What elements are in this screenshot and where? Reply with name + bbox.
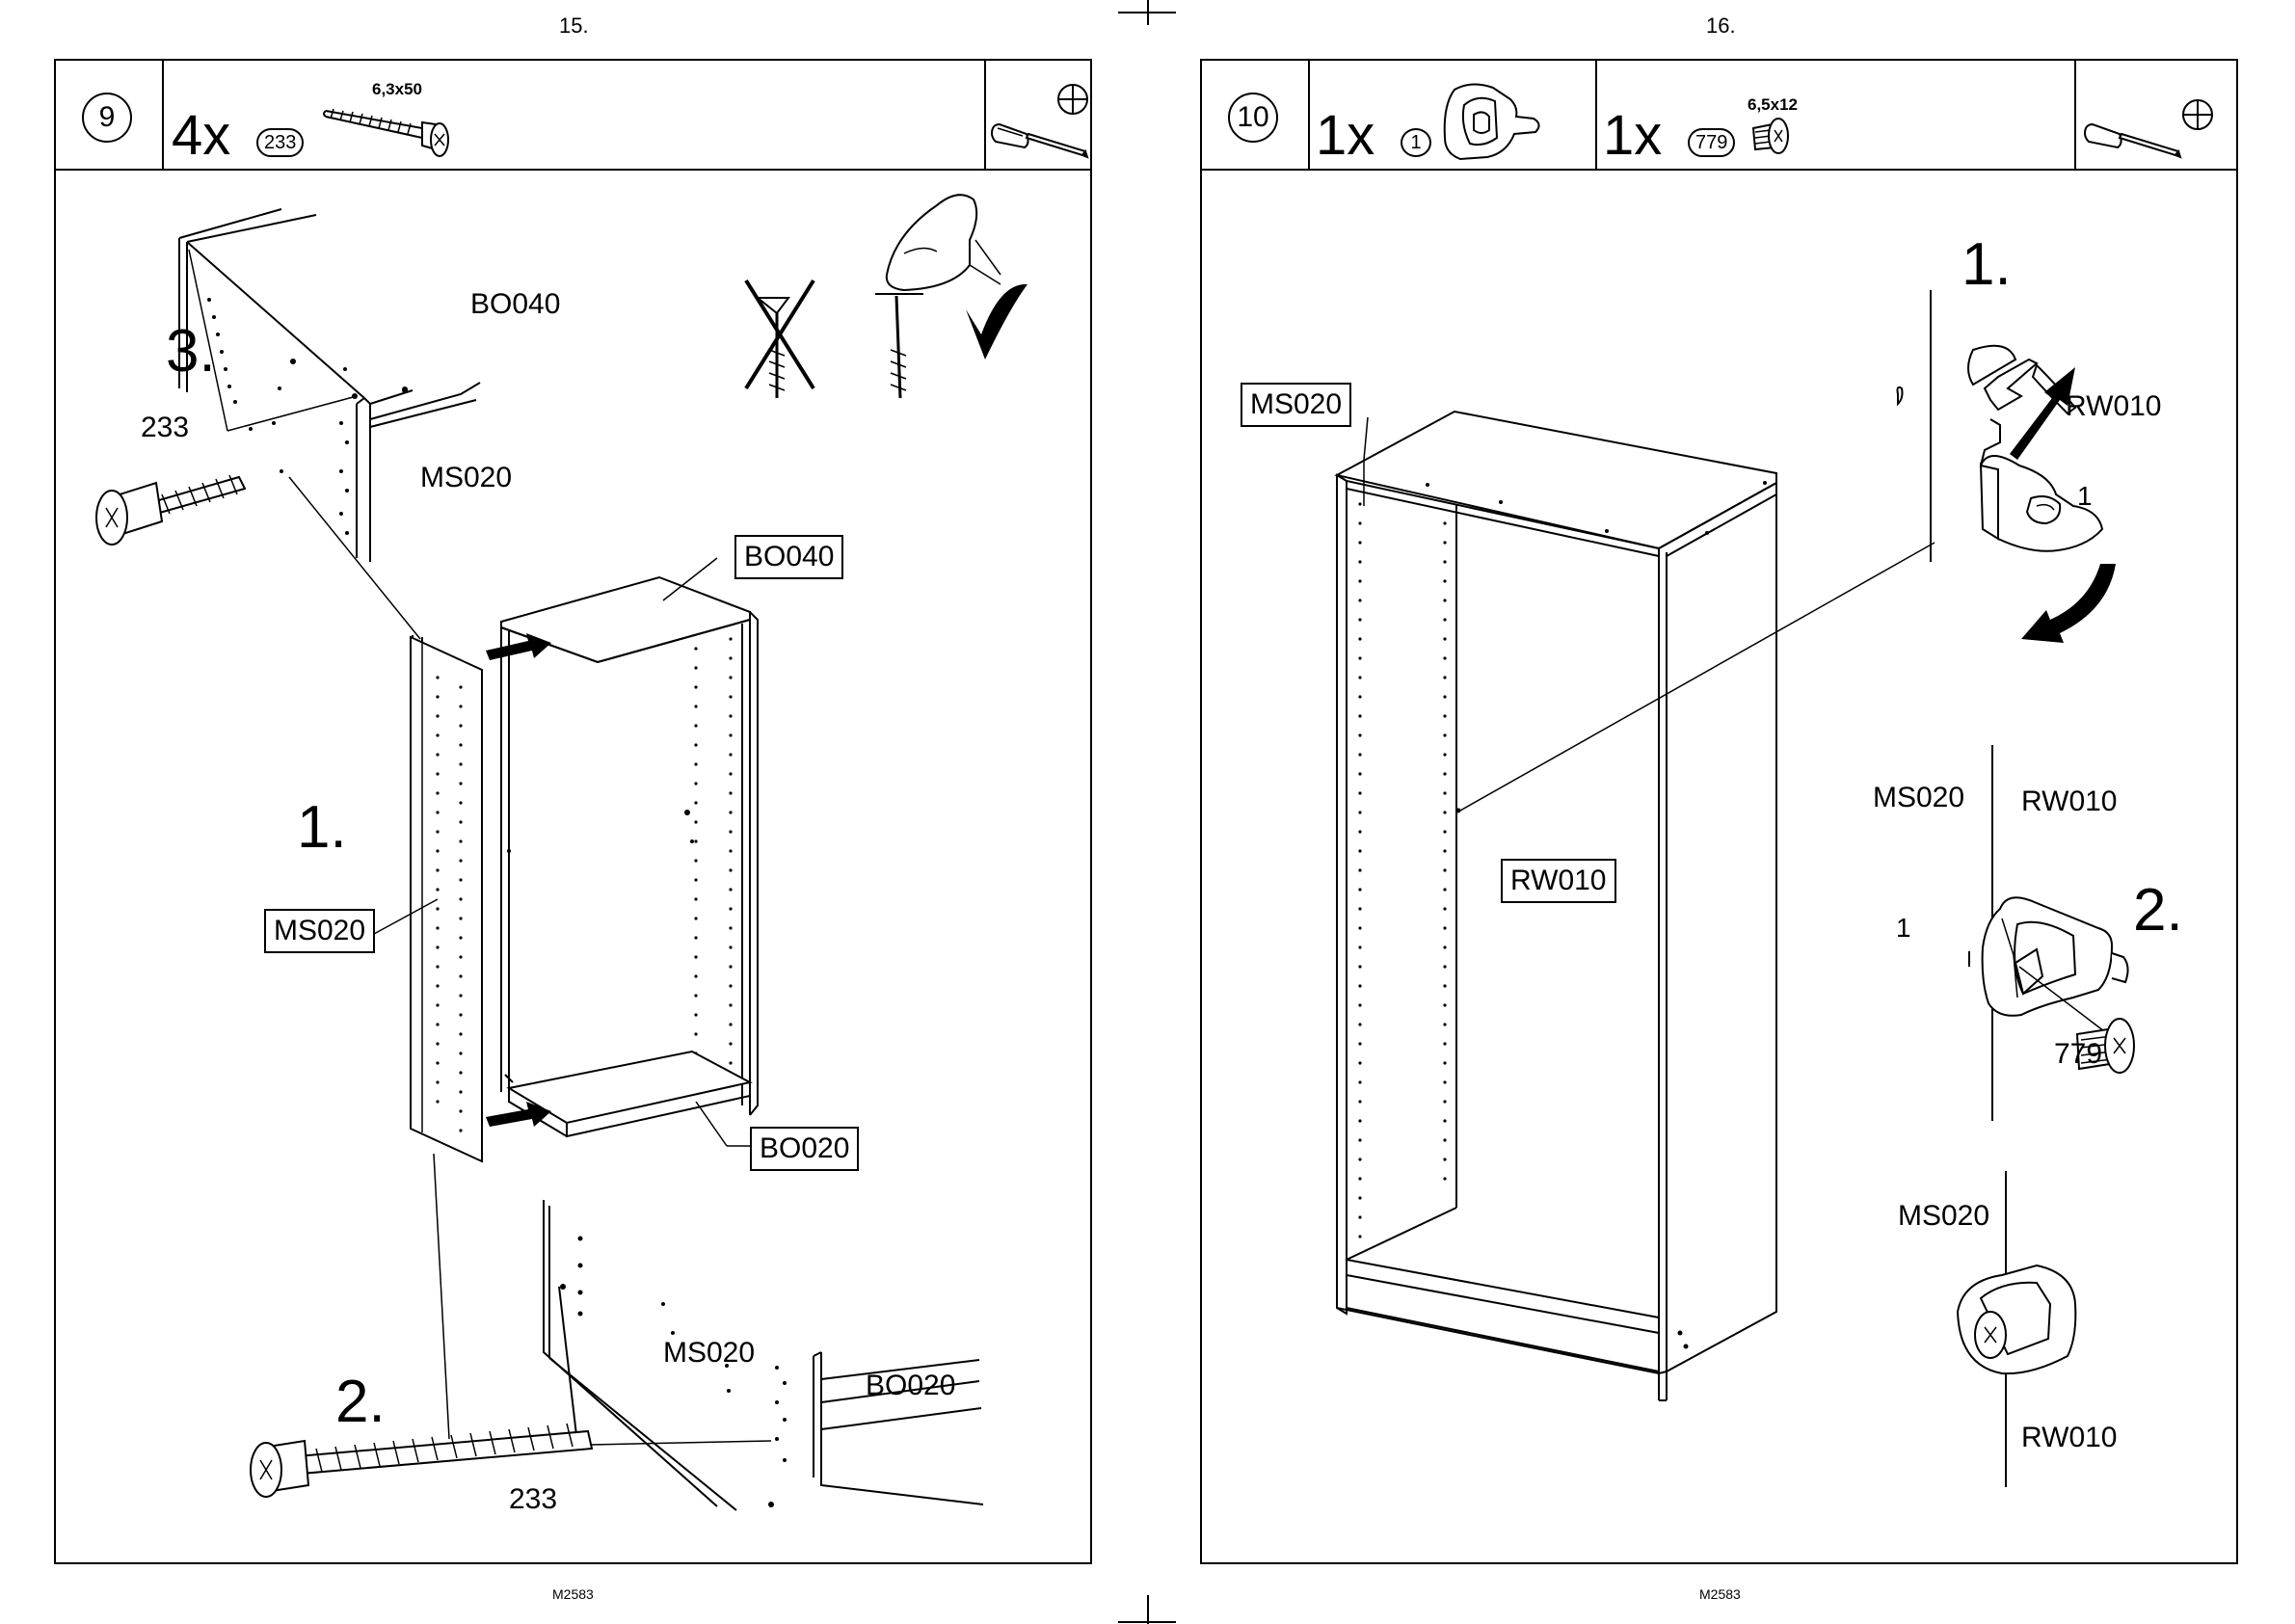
- screw-label-233-top: 233: [141, 412, 189, 444]
- rw010-label-bottom: RW010: [2021, 1422, 2118, 1454]
- box-label-ms020: MS020: [264, 909, 375, 953]
- crop-mark: [1118, 12, 1176, 13]
- box-label-ms020: MS020: [1241, 383, 1351, 427]
- right-instruction-page: 10 1x 1 1x 779 6,5x12: [1200, 59, 2238, 1564]
- box-label-bo020: BO020: [750, 1127, 859, 1171]
- screw-label-779: 779: [2054, 1038, 2102, 1071]
- step-2-label: 2.: [335, 1368, 386, 1436]
- rw010-label-top: RW010: [2066, 390, 2162, 423]
- crop-mark: [1118, 1621, 1176, 1623]
- box-label-rw010: RW010: [1501, 859, 1616, 903]
- ms020-label-mid: MS020: [1873, 782, 1964, 814]
- bottom-label-bo020: BO020: [866, 1370, 955, 1402]
- page-footer: M2583: [552, 1586, 594, 1602]
- box-label-bo040: BO040: [734, 535, 843, 579]
- page-number: 16.: [1706, 13, 1736, 39]
- rw010-label-mid: RW010: [2021, 785, 2118, 818]
- step-2-label: 2.: [2133, 876, 2183, 945]
- part-1-label-top: 1: [2077, 481, 2093, 512]
- assembly-illustration: [56, 61, 1094, 1566]
- left-instruction-page: 9 4x 233 6,3x50: [54, 59, 1092, 1564]
- side-label-ms020: MS020: [420, 462, 512, 494]
- step-1-label: 1.: [1961, 230, 2012, 299]
- step-1-label: 1.: [297, 793, 347, 862]
- screw-label-233-bottom: 233: [509, 1483, 557, 1516]
- bottom-label-ms020: MS020: [663, 1337, 755, 1370]
- part-1-label-mid: 1: [1896, 913, 1911, 944]
- crop-mark: [1147, 1595, 1149, 1624]
- page-number: 15.: [559, 13, 589, 39]
- step-3-label: 3.: [166, 317, 216, 386]
- panel-label-bo040: BO040: [470, 288, 560, 321]
- page-footer: M2583: [1699, 1586, 1741, 1602]
- ms020-label-bottom: MS020: [1898, 1200, 1989, 1233]
